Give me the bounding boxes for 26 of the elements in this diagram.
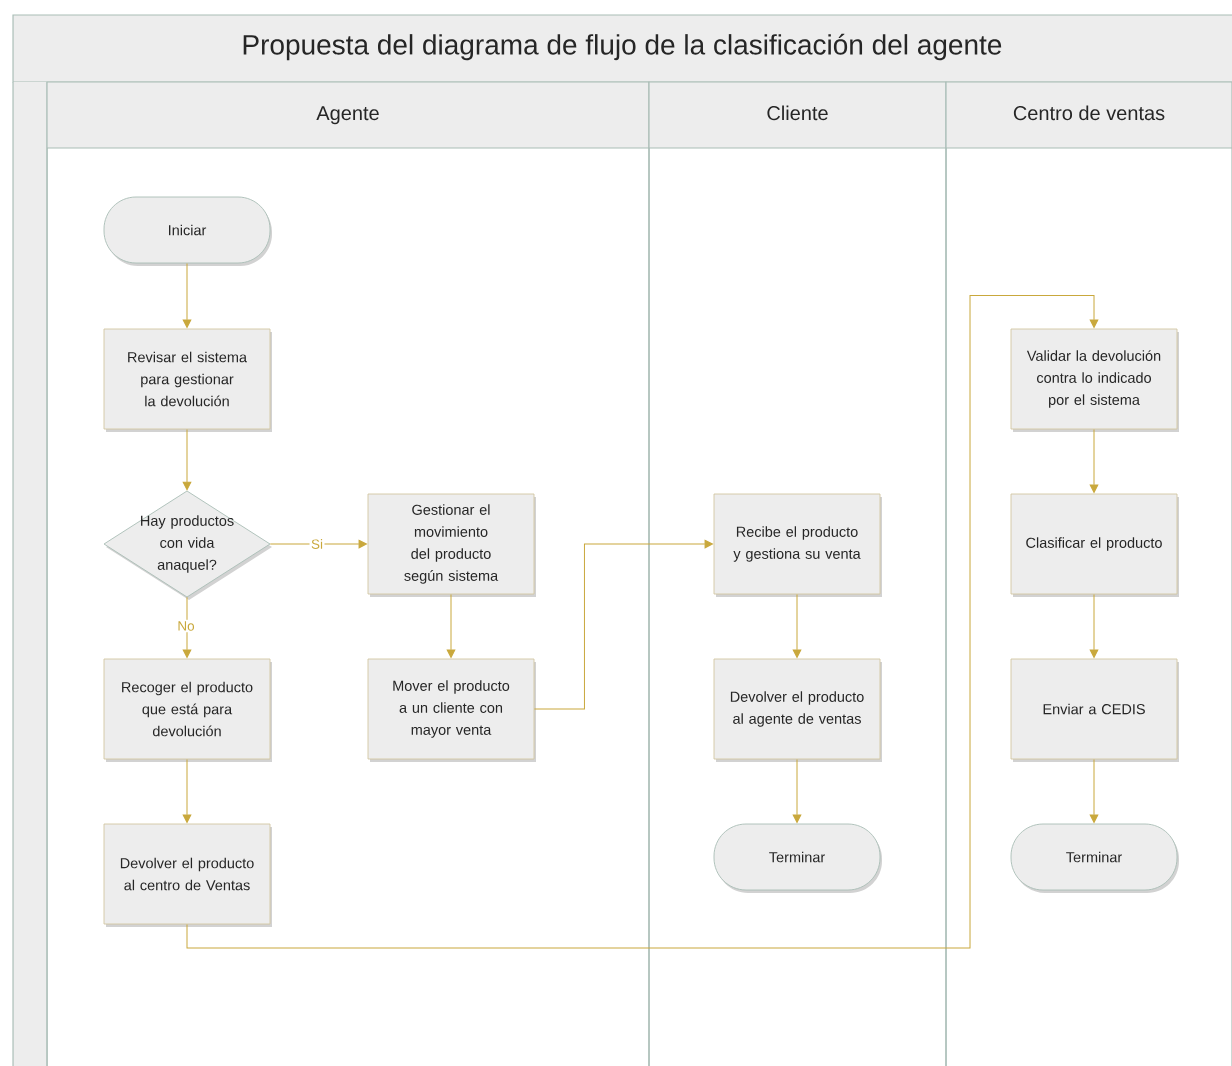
arrow bbox=[182, 262, 192, 328]
process-box: Clasificar el producto bbox=[1010, 493, 1179, 597]
arrow bbox=[182, 596, 192, 658]
process-box: Enviar a CEDIS bbox=[1010, 658, 1179, 762]
arrow bbox=[792, 758, 802, 823]
arrow bbox=[792, 593, 802, 658]
terminal-box: Terminar bbox=[1010, 823, 1179, 893]
process-box: Validar la devolución contra lo indicado por el sistema bbox=[1010, 328, 1179, 432]
process-box: Gestionar el movimiento del producto según sistema bbox=[367, 493, 536, 597]
terminal-box: Iniciar bbox=[103, 196, 272, 266]
process-box: Revisar el sistema para gestionar la devolución bbox=[103, 328, 272, 432]
arrow bbox=[533, 539, 713, 710]
process-box: Recoger el producto que está para devolución bbox=[103, 658, 272, 762]
process-box: Mover el producto a un cliente con mayor venta bbox=[367, 658, 536, 762]
terminal-box: Terminar bbox=[713, 823, 882, 893]
arrow bbox=[182, 758, 192, 823]
arrow bbox=[182, 428, 192, 491]
arrow bbox=[446, 593, 456, 658]
arrow bbox=[1089, 758, 1099, 823]
process-box: Devolver el producto al centro de Ventas bbox=[103, 823, 272, 927]
process-box: Recibe el producto y gestiona su venta bbox=[713, 493, 882, 597]
process-box: Devolver el producto al agente de ventas bbox=[713, 658, 882, 762]
arrow bbox=[186, 295, 1099, 949]
arrow bbox=[1089, 593, 1099, 658]
arrow bbox=[1089, 428, 1099, 493]
arrow bbox=[269, 539, 367, 549]
